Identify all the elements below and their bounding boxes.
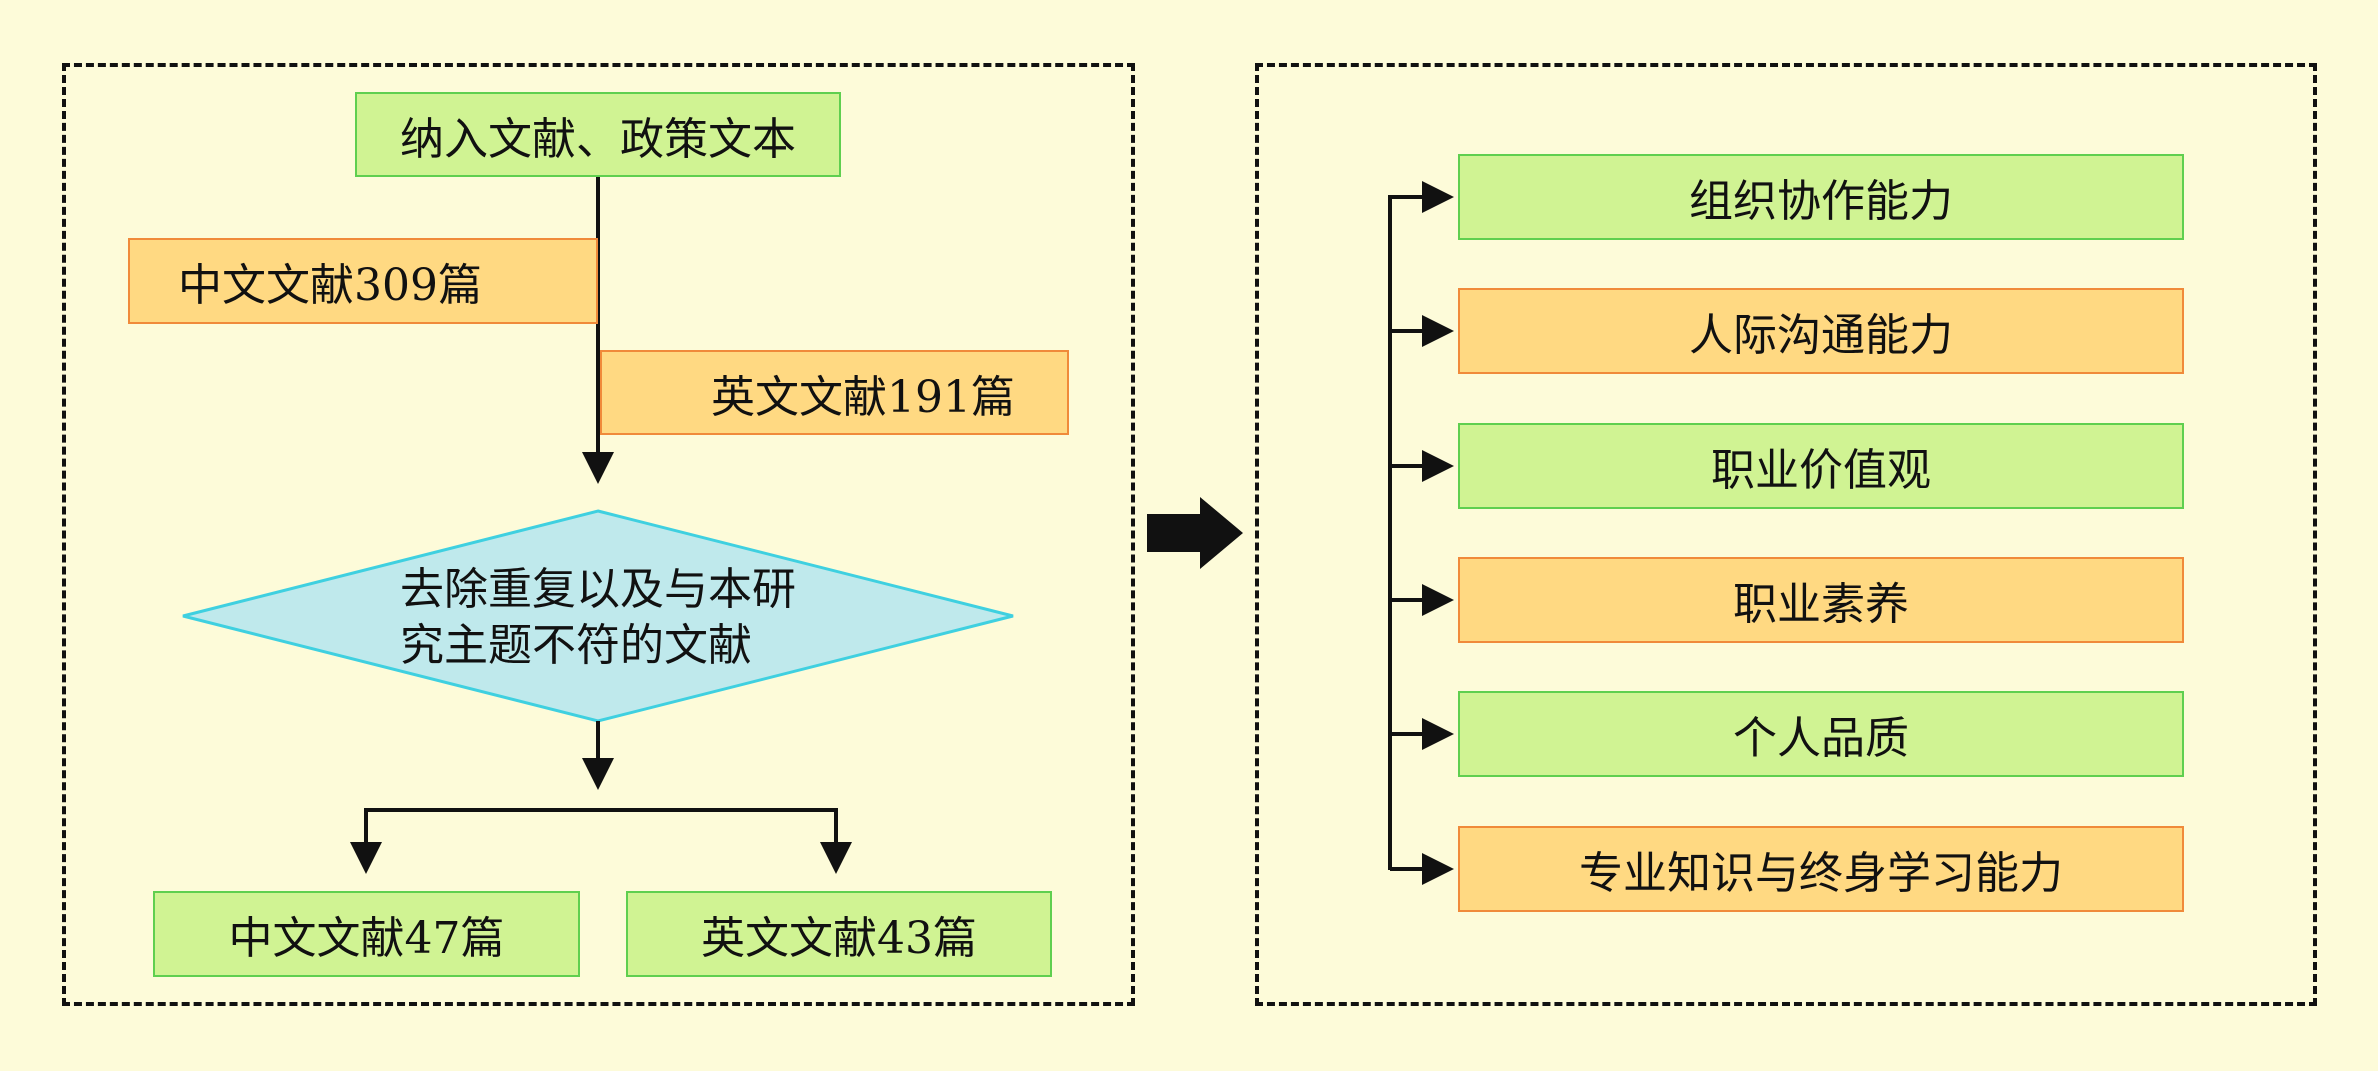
competency-item: 专业知识与终身学习能力 (1458, 826, 2184, 912)
competency-item: 人际沟通能力 (1458, 288, 2184, 374)
competency-item: 个人品质 (1458, 691, 2184, 777)
chinese-literature-count-box: 中文文献309篇 (128, 238, 598, 324)
branch-connector (364, 808, 838, 868)
left-dashed-panel (62, 63, 1135, 1006)
english-literature-count-box: 英文文献191篇 (600, 350, 1069, 435)
decision-text: 去除重复以及与本研 究主题不符的文献 (400, 562, 820, 674)
competency-item: 职业价值观 (1458, 423, 2184, 509)
right-dashed-panel (1255, 63, 2317, 1006)
transition-arrow-icon (1147, 497, 1243, 569)
chinese-result-box: 中文文献47篇 (153, 891, 580, 977)
include-literature-box: 纳入文献、政策文本 (355, 92, 841, 177)
decision-line-1: 去除重复以及与本研 (400, 564, 796, 615)
competency-item: 职业素养 (1458, 557, 2184, 643)
competency-item: 组织协作能力 (1458, 154, 2184, 240)
english-result-box: 英文文献43篇 (626, 891, 1052, 977)
decision-line-2: 究主题不符的文献 (400, 620, 752, 671)
